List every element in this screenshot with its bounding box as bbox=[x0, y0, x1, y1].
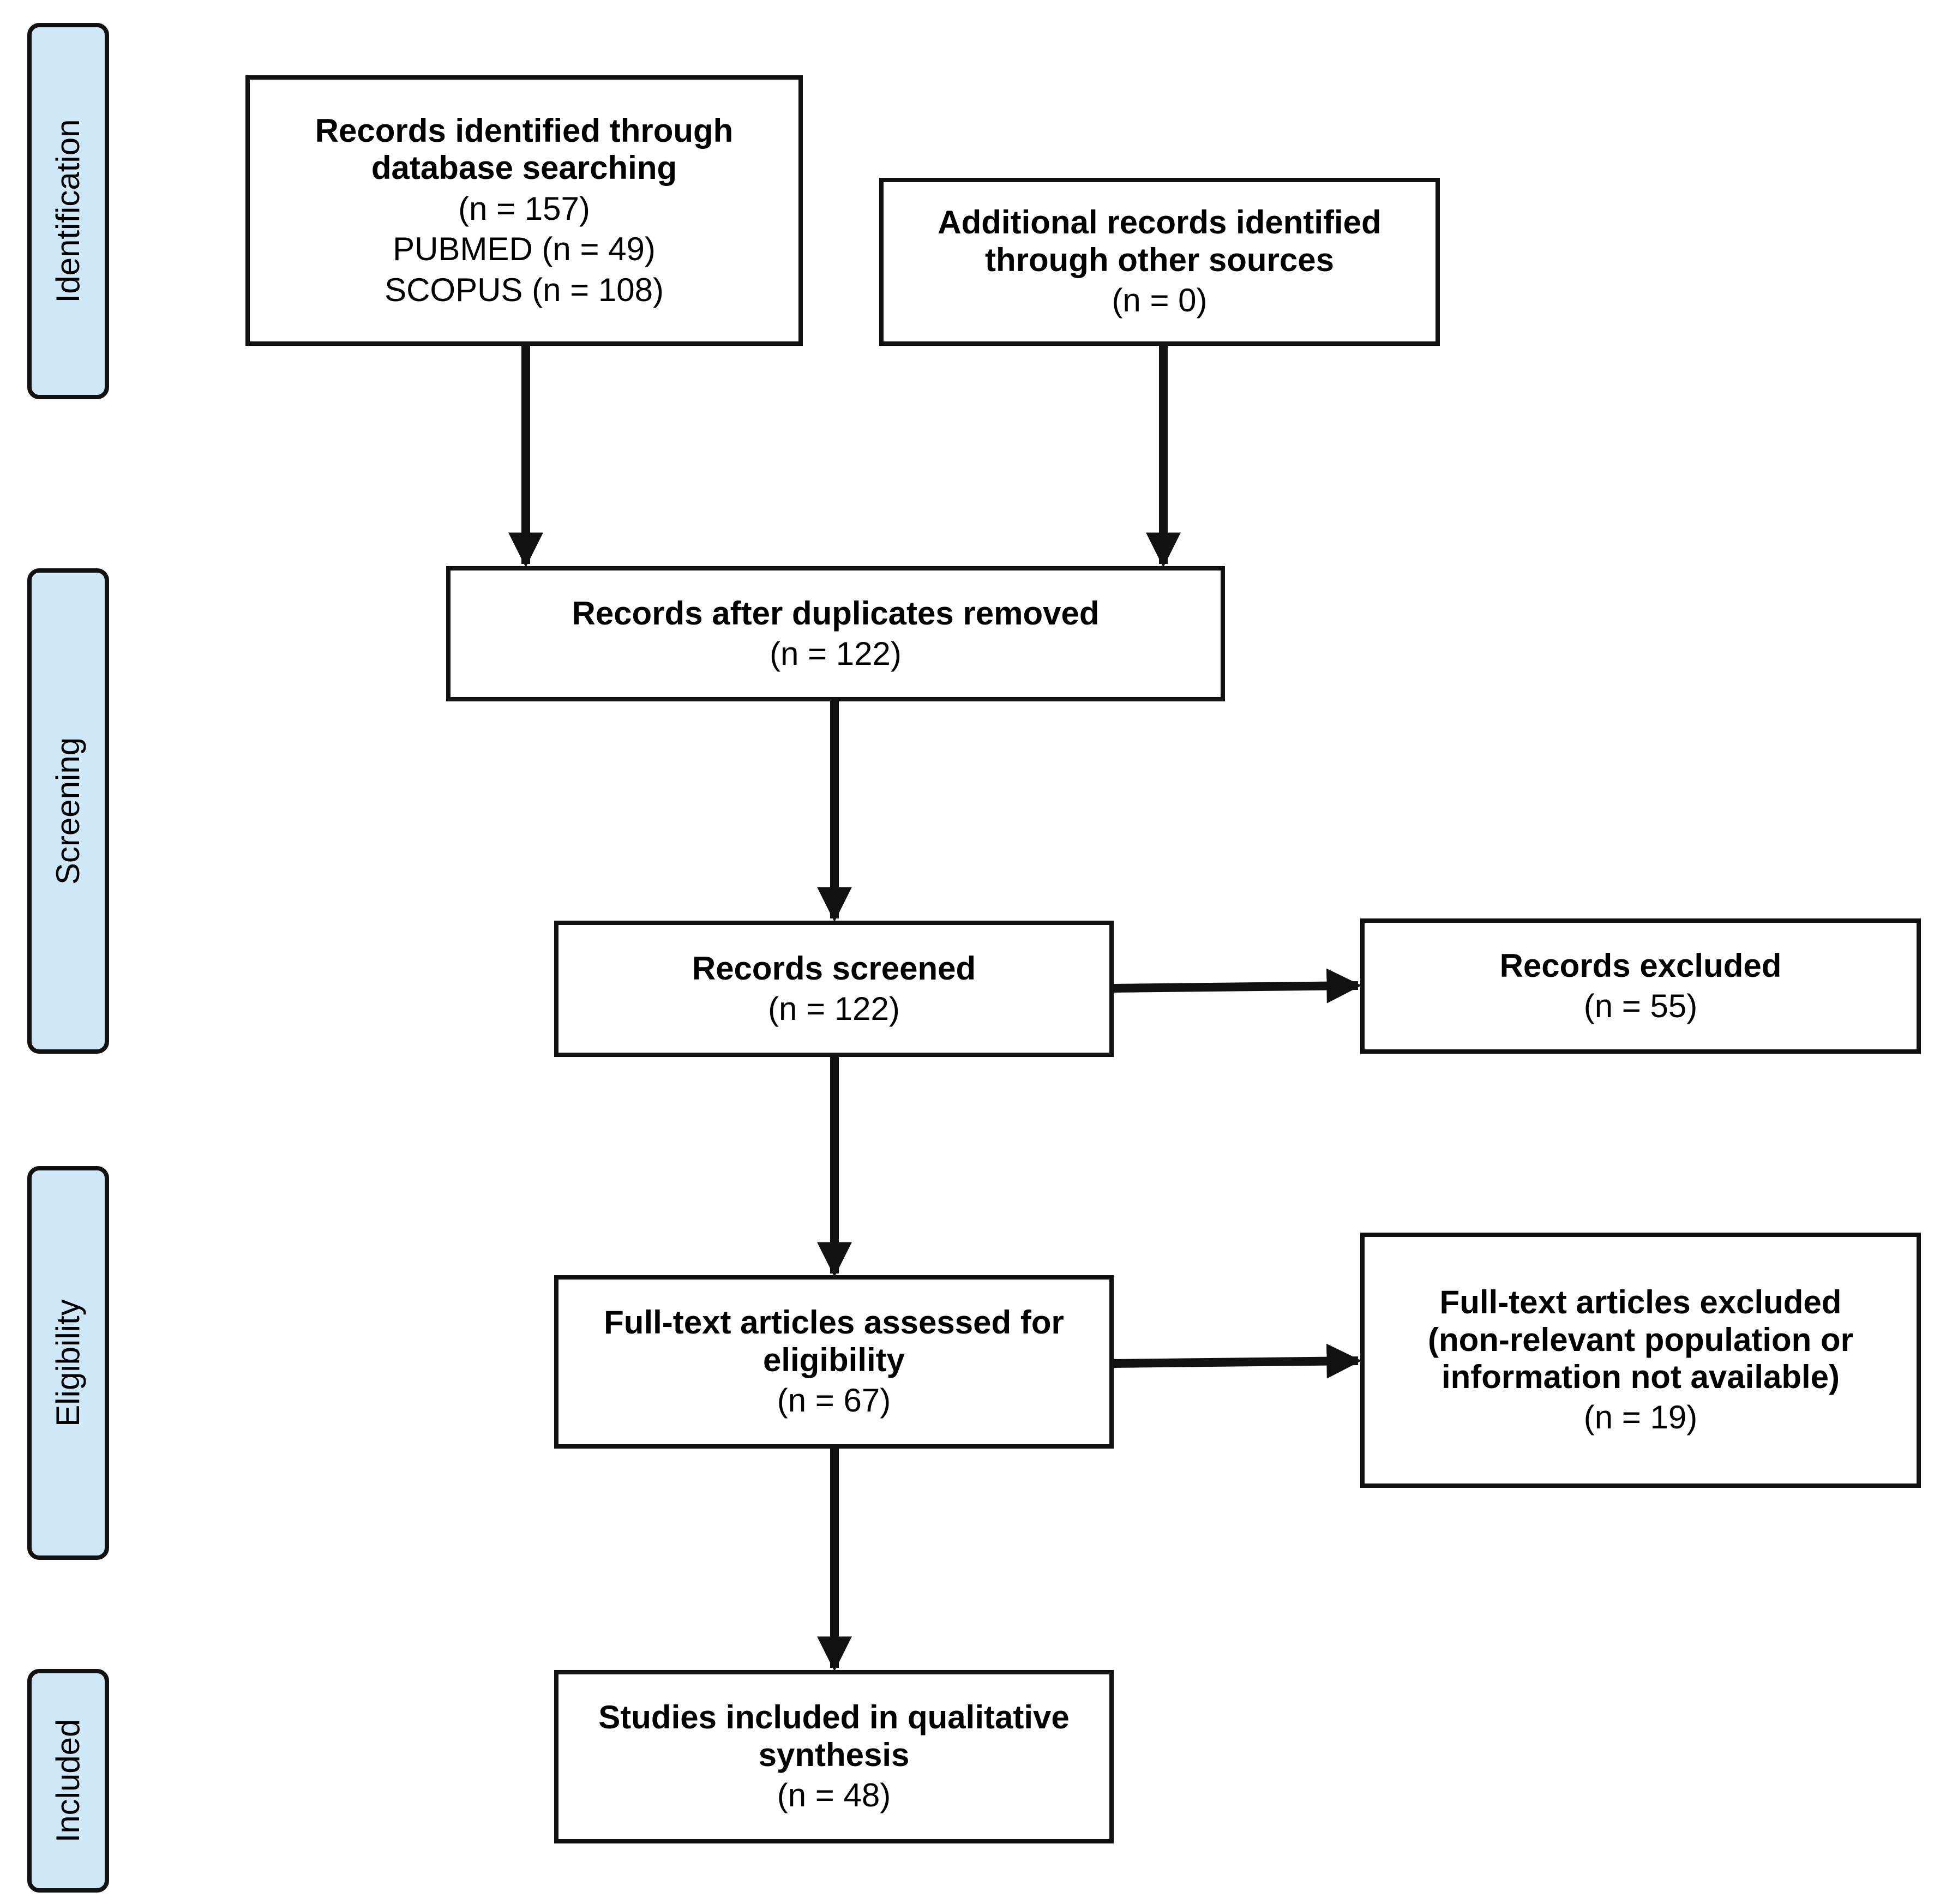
duplicates-removed-count: (n = 122) bbox=[770, 635, 902, 672]
box-records-screened: Records screened (n = 122) bbox=[554, 921, 1114, 1057]
full-text-excluded-title-line-3: information not available) bbox=[1441, 1359, 1840, 1395]
box-other-sources: Additional records identified through ot… bbox=[879, 178, 1440, 346]
studies-included-count: (n = 48) bbox=[777, 1777, 891, 1814]
database-count: (n = 157) bbox=[458, 190, 590, 227]
stage-tab-screening: Screening bbox=[27, 568, 109, 1054]
box-full-text-assessed: Full-text articles assessed for eligibil… bbox=[554, 1275, 1114, 1449]
database-title-line-2: database searching bbox=[371, 149, 677, 187]
records-screened-count: (n = 122) bbox=[768, 990, 900, 1027]
records-excluded-count: (n = 55) bbox=[1583, 988, 1698, 1024]
full-text-assessed-title-line-2: eligibility bbox=[762, 1341, 905, 1378]
box-studies-included: Studies included in qualitative synthesi… bbox=[554, 1670, 1114, 1843]
arrow-screened-to-excluded bbox=[1112, 968, 1362, 1004]
full-text-assessed-count: (n = 67) bbox=[777, 1382, 891, 1419]
studies-included-title-line-1: Studies included in qualitative bbox=[598, 1699, 1070, 1736]
box-records-excluded: Records excluded (n = 55) bbox=[1360, 918, 1921, 1054]
other-sources-title-line-2: through other sources bbox=[984, 241, 1335, 278]
stage-tab-identification: Identification bbox=[27, 23, 109, 399]
box-full-text-excluded: Full-text articles excluded (non-relevan… bbox=[1360, 1233, 1921, 1488]
arrow-fulltext-to-excluded bbox=[1112, 1343, 1362, 1379]
records-screened-title: Records screened bbox=[692, 950, 976, 987]
full-text-excluded-count: (n = 19) bbox=[1583, 1399, 1698, 1436]
studies-included-title-line-2: synthesis bbox=[758, 1736, 910, 1773]
full-text-excluded-title-line-1: Full-text articles excluded bbox=[1439, 1284, 1842, 1321]
database-title-line-1: Records identified through bbox=[315, 112, 734, 149]
database-pubmed-count: PUBMED (n = 49) bbox=[393, 231, 656, 268]
stage-tab-included: Included bbox=[27, 1669, 109, 1893]
database-scopus-count: SCOPUS (n = 108) bbox=[385, 271, 664, 308]
other-sources-title-line-1: Additional records identified bbox=[938, 204, 1382, 241]
box-database-records: Records identified through database sear… bbox=[245, 75, 803, 346]
records-excluded-title: Records excluded bbox=[1499, 947, 1782, 984]
duplicates-removed-title: Records after duplicates removed bbox=[572, 594, 1100, 632]
other-sources-count: (n = 0) bbox=[1112, 282, 1208, 319]
stage-tab-eligibility: Eligibility bbox=[27, 1166, 109, 1560]
full-text-excluded-title-line-2: (non-relevant population or bbox=[1428, 1321, 1853, 1358]
full-text-assessed-title-line-1: Full-text articles assessed for bbox=[604, 1304, 1064, 1341]
box-duplicates-removed: Records after duplicates removed (n = 12… bbox=[446, 566, 1225, 701]
